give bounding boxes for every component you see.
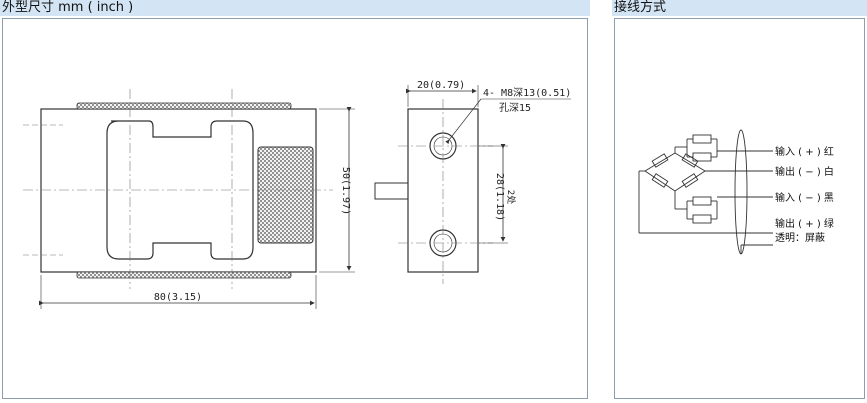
load-cell-dimension-drawing: 80(3.15) 50(1.97) [23,80,571,309]
height-dimension-label: 50(1.97) [340,167,351,215]
wire-label-output-plus: 输出 ( + ) 绿 [775,217,834,230]
hole-spacing-label: 28(1.18) [494,173,505,221]
side-view-stub [374,182,409,200]
wiring-panel: 接线方式 [612,0,867,403]
dimensions-panel: 外型尺寸 mm ( inch ) [0,0,590,399]
wiring-diagram-area: 输入 ( + ) 红 输出 ( − ) 白 输入 ( − ) 黑 输出 ( + … [614,18,865,399]
front-view-cutout [106,120,254,260]
wheatstone-bridge-wiring-diagram: 输入 ( + ) 红 输出 ( − ) 白 输入 ( − ) 黑 输出 ( + … [638,129,834,255]
wire-label-output-minus: 输出 ( − ) 白 [775,165,834,178]
front-view: 80(3.15) 50(1.97) [23,89,355,309]
hole-count-label: 2处 [505,190,517,204]
wire-label-input-minus: 输入 ( − ) 黑 [775,191,834,204]
width-dimension-label: 80(3.15) [154,292,202,303]
dimensions-drawing-area: 80(3.15) 50(1.97) [2,18,588,399]
top-compensation-resistors [674,134,773,162]
side-view: 20(0.79) 28(1.18) 2处 4- M8深13(0.51) 孔深15 [374,80,571,284]
wiring-panel-title: 接线方式 [612,0,867,16]
top-hatched-strip [76,102,292,110]
depth-dimension-label: 20(0.79) [417,80,465,91]
cable-shield-ellipse [734,129,748,255]
wire-label-input-plus: 输入 ( + ) 红 [775,145,834,158]
dimensions-panel-title: 外型尺寸 mm ( inch ) [0,0,590,16]
thread-callout-line1: 4- M8深13(0.51) [483,87,571,99]
bridge-diamond [644,152,706,192]
wire-label-shield: 透明：屏蔽 [775,232,825,244]
strain-gauge-area [257,146,314,244]
bottom-hatched-strip [76,271,292,279]
bottom-compensation-resistors [674,191,773,224]
thread-callout-line2: 孔深15 [499,102,531,114]
thread-callout-leader [445,98,482,145]
